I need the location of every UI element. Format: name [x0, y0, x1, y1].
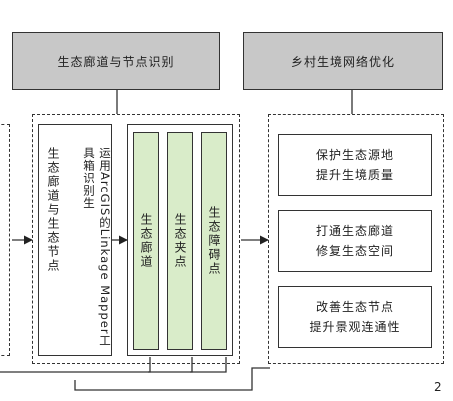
header-identify: 生态廊道与节点识别 [12, 32, 220, 90]
element-pinch-point-label: 生态夹点 [173, 213, 187, 269]
optimize-item-corridor-line1: 打通生态廊道 [315, 224, 394, 238]
element-corridor-label: 生态廊道 [139, 213, 153, 269]
optimize-item-source: 保护生态源地 提升生境质量 [278, 134, 432, 196]
optimize-item-corridor-line2: 修复生态空间 [315, 244, 394, 258]
element-pinch-point: 生态夹点 [167, 132, 193, 350]
optimize-item-corridor: 打通生态廊道 修复生态空间 [278, 210, 432, 272]
element-barrier-point-label: 生态障碍点 [207, 206, 221, 276]
header-identify-label: 生态廊道与节点识别 [57, 54, 175, 69]
identify-group [32, 114, 240, 364]
header-optimize: 乡村生境网络优化 [243, 32, 443, 90]
page-number: 2 [434, 380, 442, 394]
left-partial-box [0, 124, 10, 356]
optimize-item-node-line1: 改善生态节点 [315, 300, 394, 314]
method-text-b: 运用ArcGIS的Linkage Mapper工具箱识别生 [82, 147, 112, 348]
optimize-group [268, 114, 444, 364]
optimize-item-node-line2: 提升景观连通性 [309, 320, 401, 334]
optimize-item-source-line2: 提升生境质量 [315, 168, 394, 182]
element-barrier-point: 生态障碍点 [201, 132, 227, 350]
optimize-item-source-line1: 保护生态源地 [315, 148, 394, 162]
optimize-item-node: 改善生态节点 提升景观连通性 [278, 286, 432, 348]
identify-method-box: 运用ArcGIS的Linkage Mapper工具箱识别生 生态廊道与生态节点 [38, 124, 112, 356]
method-text-a: 生态廊道与生态节点 [46, 147, 60, 273]
element-corridor: 生态廊道 [133, 132, 159, 350]
header-optimize-label: 乡村生境网络优化 [290, 54, 395, 69]
